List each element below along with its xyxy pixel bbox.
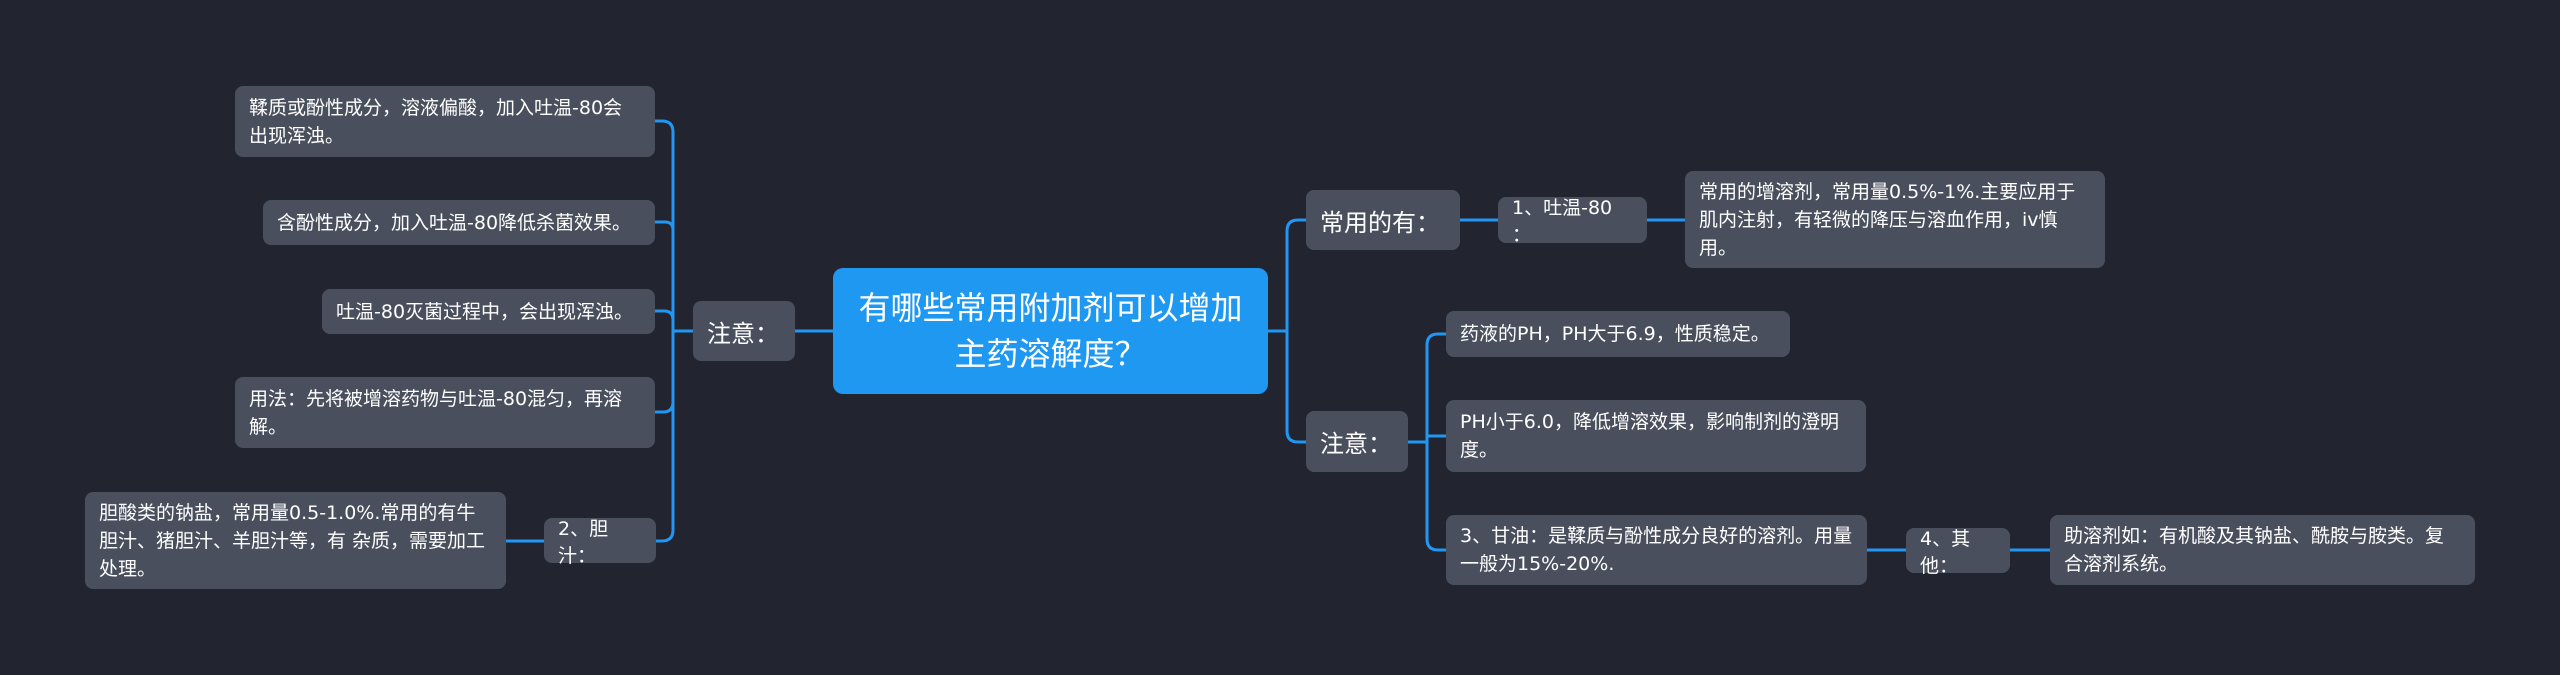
left-notes-item-1[interactable]: 鞣质或酚性成分，溶液偏酸，加入吐温-80会出现浑浊。	[235, 86, 655, 157]
left-notes-item-3-text: 吐温-80灭菌过程中，会出现浑浊。	[336, 300, 634, 323]
connector-right-notes-item-3	[1425, 440, 1448, 552]
left-notes-label: 注意：	[707, 319, 779, 348]
connector-right-notes	[1285, 329, 1308, 444]
root-topic[interactable]: 有哪些常用附加剂可以增加主药溶解度？	[833, 268, 1268, 394]
connector-left-notes-item-3	[653, 309, 675, 322]
connector-left-notes-item-1	[653, 119, 675, 333]
left-notes-item-2[interactable]: 含酚性成分，加入吐温-80降低杀菌效果。	[263, 200, 655, 245]
left-notes-topic[interactable]: 注意：	[693, 301, 795, 361]
connector-left-notes-item-2	[653, 220, 675, 232]
left-notes-item-4[interactable]: 用法：先将被增溶药物与吐温-80混匀，再溶解。	[235, 377, 655, 448]
bile-detail[interactable]: 胆酸类的钠盐，常用量0.5-1.0%.常用的有牛胆汁、猪胆汁、羊胆汁等，有 杂质…	[85, 492, 506, 589]
other-detail-text: 助溶剂如：有机酸及其钠盐、酰胺与胺类。复合溶剂系统。	[2064, 525, 2445, 575]
root-topic-label: 有哪些常用附加剂可以增加主药溶解度？	[858, 289, 1243, 373]
connector-left-notes-sub	[654, 329, 675, 543]
right-notes-label: 注意：	[1320, 430, 1392, 458]
tween80-topic[interactable]: 1、吐温-80 ：	[1498, 197, 1647, 246]
right-notes-topic[interactable]: 注意：	[1306, 411, 1408, 472]
left-notes-item-1-text: 鞣质或酚性成分，溶液偏酸，加入吐温-80会出现浑浊。	[249, 96, 623, 147]
right-common-topic[interactable]: 常用的有：	[1306, 190, 1460, 250]
tween80-detail[interactable]: 常用的增溶剂，常用量0.5%-1%.主要应用于肌内注射，有轻微的降压与溶血作用，…	[1685, 171, 2105, 268]
other-detail[interactable]: 助溶剂如：有机酸及其钠盐、酰胺与胺类。复合溶剂系统。	[2050, 515, 2475, 585]
connector-right-common	[1285, 218, 1308, 333]
other-topic-label: 4、其他：	[1920, 527, 1971, 577]
bile-topic-label: 2、胆汁：	[558, 517, 609, 567]
glycerin-topic[interactable]: 3、甘油：是鞣质与酚性成分良好的溶剂。用量一般为15%-20%.	[1446, 515, 1867, 585]
left-notes-item-4-text: 用法：先将被增溶药物与吐温-80混匀，再溶解。	[249, 387, 623, 438]
bile-topic[interactable]: 2、胆汁：	[544, 518, 656, 567]
tween80-topic-label: 1、吐温-80 ：	[1512, 197, 1613, 246]
right-notes-item-1[interactable]: 药液的PH，PH大于6.9，性质稳定。	[1446, 311, 1790, 357]
tween80-detail-text: 常用的增溶剂，常用量0.5%-1%.主要应用于肌内注射，有轻微的降压与溶血作用，…	[1699, 180, 2076, 259]
left-notes-item-3[interactable]: 吐温-80灭菌过程中，会出现浑浊。	[322, 289, 655, 334]
right-notes-item-1-text: 药液的PH，PH大于6.9，性质稳定。	[1460, 323, 1770, 345]
connector-right-notes-item-1	[1425, 332, 1448, 444]
right-notes-item-2[interactable]: PH小于6.0，降低增溶效果，影响制剂的澄明度。	[1446, 400, 1866, 472]
right-common-label: 常用的有：	[1320, 208, 1440, 237]
glycerin-topic-text: 3、甘油：是鞣质与酚性成分良好的溶剂。用量一般为15%-20%.	[1460, 525, 1853, 575]
other-topic[interactable]: 4、其他：	[1906, 528, 2010, 577]
bile-detail-text: 胆酸类的钠盐，常用量0.5-1.0%.常用的有牛胆汁、猪胆汁、羊胆汁等，有 杂质…	[99, 501, 486, 580]
right-notes-item-2-text: PH小于6.0，降低增溶效果，影响制剂的澄明度。	[1460, 411, 1839, 461]
connector-left-notes-item-4	[653, 400, 675, 414]
left-notes-item-2-text: 含酚性成分，加入吐温-80降低杀菌效果。	[277, 211, 632, 234]
